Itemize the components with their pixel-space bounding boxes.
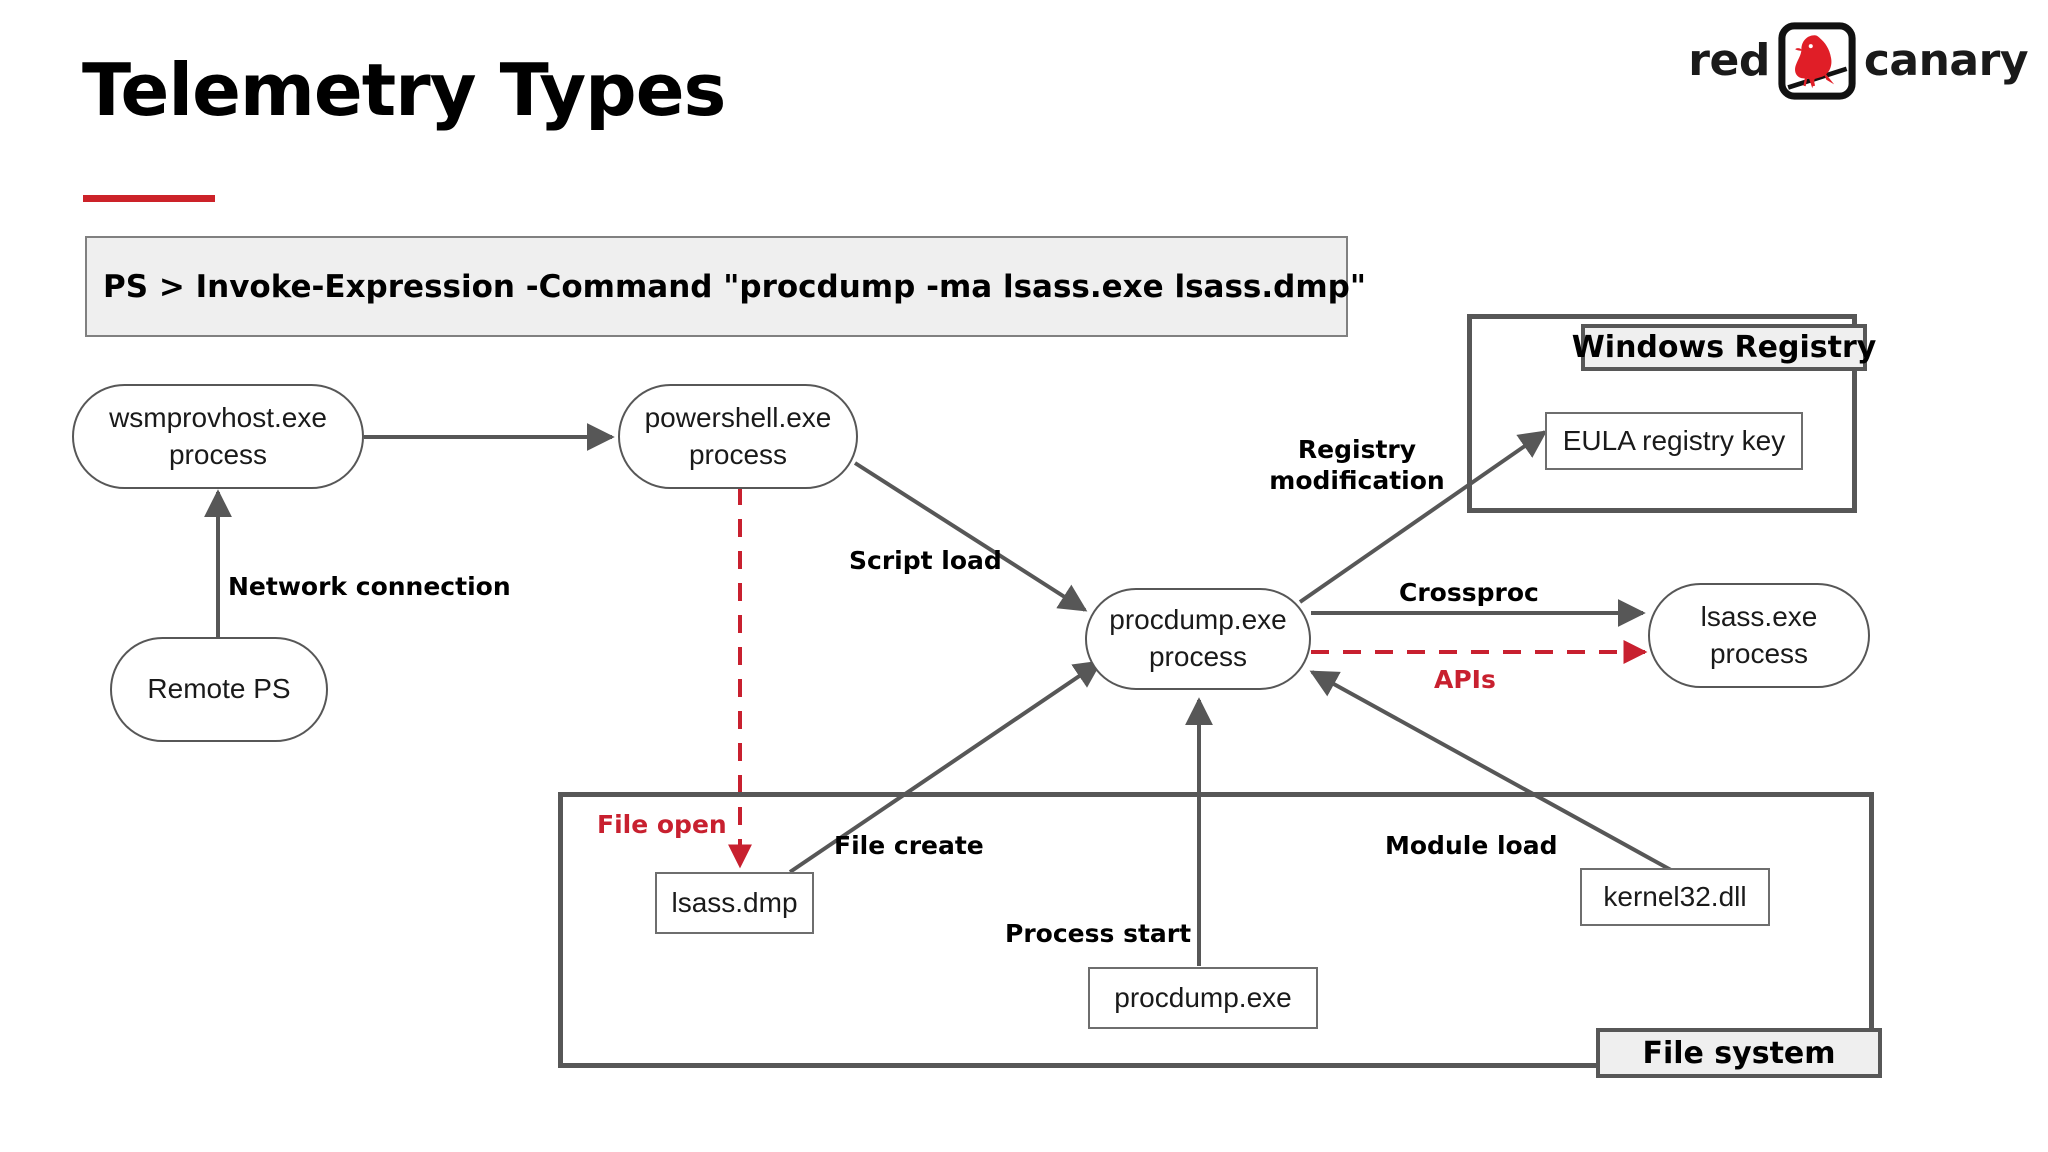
- node-powershell-line1: powershell.exe: [644, 401, 832, 433]
- title-accent-rule: [83, 195, 215, 202]
- windows-registry-title-label: Windows Registry: [1571, 330, 1877, 365]
- label-registry-modification-line1: Registry: [1297, 435, 1417, 464]
- node-procdump-process[interactable]: procdump.exe process: [1085, 588, 1311, 690]
- node-lsass-line1: lsass.exe: [1700, 600, 1818, 632]
- label-network-connection: Network connection: [228, 572, 511, 603]
- file-system-title-label: File system: [1642, 1035, 1836, 1071]
- node-kernel32-dll[interactable]: kernel32.dll: [1580, 868, 1770, 926]
- node-remote-ps[interactable]: Remote PS: [110, 637, 328, 742]
- node-wsmprovhost-line2: process: [168, 438, 268, 470]
- label-crossproc-text: Crossproc: [1399, 578, 1539, 607]
- red-canary-bird-logo-icon: [1778, 22, 1856, 100]
- node-lsass-dmp[interactable]: lsass.dmp: [655, 872, 814, 934]
- label-script-load-text: Script load: [849, 546, 1002, 575]
- label-registry-modification-line2: modification: [1269, 465, 1445, 495]
- node-wsmprovhost-line1: wsmprovhost.exe: [109, 401, 327, 433]
- node-procdump-line2: process: [1148, 641, 1248, 672]
- label-module-load-text: Module load: [1385, 831, 1558, 860]
- page-title: Telemetry Types: [82, 48, 726, 132]
- file-system-container: [558, 792, 1874, 1068]
- label-file-create: File create: [834, 831, 984, 862]
- command-bar: PS > Invoke-Expression -Command "procdum…: [85, 236, 1366, 337]
- label-file-open: File open: [597, 810, 727, 841]
- windows-registry-container: [1467, 314, 1857, 513]
- file-system-title: File system: [1596, 1028, 1882, 1078]
- logo-word-canary: canary: [1863, 35, 2029, 86]
- node-procdump-exe-file[interactable]: procdump.exe: [1088, 967, 1318, 1029]
- label-process-start: Process start: [1005, 919, 1191, 950]
- node-procdump-line1: procdump.exe: [1109, 604, 1287, 636]
- node-eula-registry-key[interactable]: EULA registry key: [1545, 412, 1803, 470]
- node-lsass-dmp-label: lsass.dmp: [671, 887, 798, 918]
- label-crossproc: Crossproc: [1399, 578, 1539, 609]
- label-apis: APIs: [1434, 665, 1496, 696]
- label-network-connection-text: Network connection: [228, 572, 511, 601]
- node-eula-registry-key-label: EULA registry key: [1562, 425, 1786, 456]
- windows-registry-title: Windows Registry: [1572, 324, 1876, 371]
- label-file-create-text: File create: [834, 831, 984, 860]
- edge-script-load: [853, 461, 1088, 612]
- node-powershell-line2: process: [688, 438, 788, 470]
- node-lsass-line2: process: [1709, 637, 1809, 669]
- node-powershell-process[interactable]: powershell.exe process: [618, 384, 858, 489]
- label-registry-modification: Registry modification: [1262, 435, 1452, 496]
- label-apis-text: APIs: [1434, 665, 1496, 694]
- label-process-start-text: Process start: [1005, 919, 1192, 948]
- logo-word-red: red: [1688, 35, 1770, 86]
- label-file-open-text: File open: [597, 810, 727, 839]
- label-script-load: Script load: [849, 546, 1002, 577]
- node-procdump-exe-file-label: procdump.exe: [1114, 982, 1292, 1013]
- node-wsmprovhost-process[interactable]: wsmprovhost.exe process: [72, 384, 364, 489]
- node-kernel32-dll-label: kernel32.dll: [1603, 881, 1747, 912]
- label-module-load: Module load: [1385, 831, 1558, 862]
- red-canary-logo: red canary: [1688, 22, 2029, 100]
- command-text: PS > Invoke-Expression -Command "procdum…: [103, 268, 1366, 305]
- node-remote-ps-line1: Remote PS: [147, 673, 291, 705]
- node-lsass-process[interactable]: lsass.exe process: [1648, 583, 1870, 688]
